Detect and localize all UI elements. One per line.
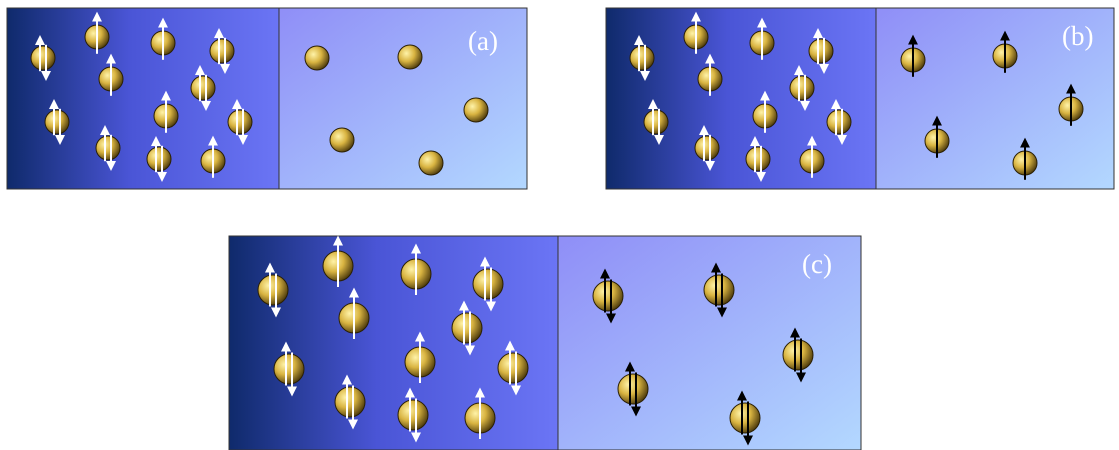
electron-ball	[397, 44, 423, 70]
electron-ball	[617, 373, 649, 405]
panel-c-left-electrons	[257, 235, 529, 443]
panel-c: (c)	[228, 235, 862, 450]
electron-ball	[729, 402, 761, 434]
panel-c-label: (c)	[802, 249, 832, 279]
electron-ball	[745, 146, 771, 172]
panel-a-right-electrons	[304, 44, 489, 176]
electron-ball	[592, 280, 624, 312]
panel-c-left-region	[228, 235, 559, 450]
panel-a-left-electrons	[30, 11, 253, 182]
electron-ball	[703, 274, 735, 306]
electron-ball	[95, 135, 121, 161]
electron-ball	[190, 75, 216, 101]
electron-ball	[643, 109, 669, 135]
electron-ball	[629, 45, 655, 71]
electron-ball	[257, 274, 289, 306]
panel-b-left-electrons	[629, 11, 852, 182]
electron-ball	[451, 312, 483, 344]
electron-ball	[334, 386, 366, 418]
panel-b-label: (b)	[1062, 21, 1093, 51]
electron-ball	[826, 109, 852, 135]
electron-ball	[44, 109, 70, 135]
panel-a-label: (a)	[468, 26, 498, 56]
panel-b-left-region	[605, 7, 877, 190]
electron-ball	[789, 75, 815, 101]
electron-ball	[227, 109, 253, 135]
electron-ball	[808, 38, 834, 64]
electron-ball	[304, 45, 330, 71]
electron-ball	[30, 45, 56, 71]
electron-ball	[472, 268, 504, 300]
panel-a: (a)	[6, 7, 528, 190]
electron-ball	[329, 127, 355, 153]
panel-c-right-electrons	[592, 262, 814, 446]
electron-ball	[418, 150, 444, 176]
electron-ball	[273, 353, 305, 385]
panel-a-left-region	[6, 7, 280, 190]
electron-ball	[209, 38, 235, 64]
electron-ball	[397, 399, 429, 431]
panel-b-right-electrons	[900, 30, 1084, 180]
electron-ball	[694, 135, 720, 161]
panel-b: (b)	[605, 7, 1115, 190]
electron-ball	[497, 352, 529, 384]
electron-ball	[146, 146, 172, 172]
electron-ball	[782, 339, 814, 371]
panel-a-right-region	[278, 7, 528, 190]
electron-ball	[463, 97, 489, 123]
